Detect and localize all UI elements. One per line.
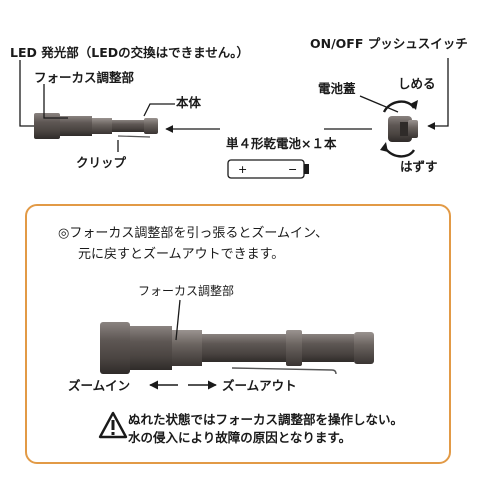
bottom-focus-leader <box>175 299 181 341</box>
focus-label-bottom: フォーカス調整部 <box>138 284 235 298</box>
bottom-flashlight <box>100 322 374 375</box>
warning-line-1: ぬれた状態ではフォーカス調整部を操作しない。 <box>128 412 404 427</box>
svg-text:+: + <box>238 163 247 176</box>
warning-triangle-icon <box>98 411 128 439</box>
cap-label: 電池蓋 <box>318 81 356 96</box>
body-label: 本体 <box>176 95 202 110</box>
clip-label: クリップ <box>76 155 127 170</box>
aaa-battery: + − <box>227 159 309 179</box>
note-line-1: ◎フォーカス調整部を引っ張るとズームイン、 <box>58 226 329 241</box>
top-flashlight <box>34 113 158 139</box>
svg-text:−: − <box>288 163 297 176</box>
battery-cap <box>388 116 418 142</box>
focus-label-top: フォーカス調整部 <box>34 70 135 85</box>
loosen-label: はずす <box>400 159 438 174</box>
zoom-out-label: ズームアウト <box>222 378 297 393</box>
note-line-2: 元に戻すとズームアウトできます。 <box>78 247 285 262</box>
rotation-arrow-icon <box>380 100 418 158</box>
zoom-in-label: ズームイン <box>68 378 131 393</box>
led-label: LED 発光部（LEDの交換はできません。） <box>10 45 249 60</box>
top-leaders <box>19 58 449 152</box>
zoom-info-panel <box>25 204 451 464</box>
warning-line-2: 水の侵入により故障の原因となります。 <box>128 430 352 445</box>
tighten-label: しめる <box>398 76 436 91</box>
switch-label: ON/OFF プッシュスイッチ <box>310 36 468 51</box>
battery-label: 単４形乾電池×１本 <box>226 136 337 151</box>
